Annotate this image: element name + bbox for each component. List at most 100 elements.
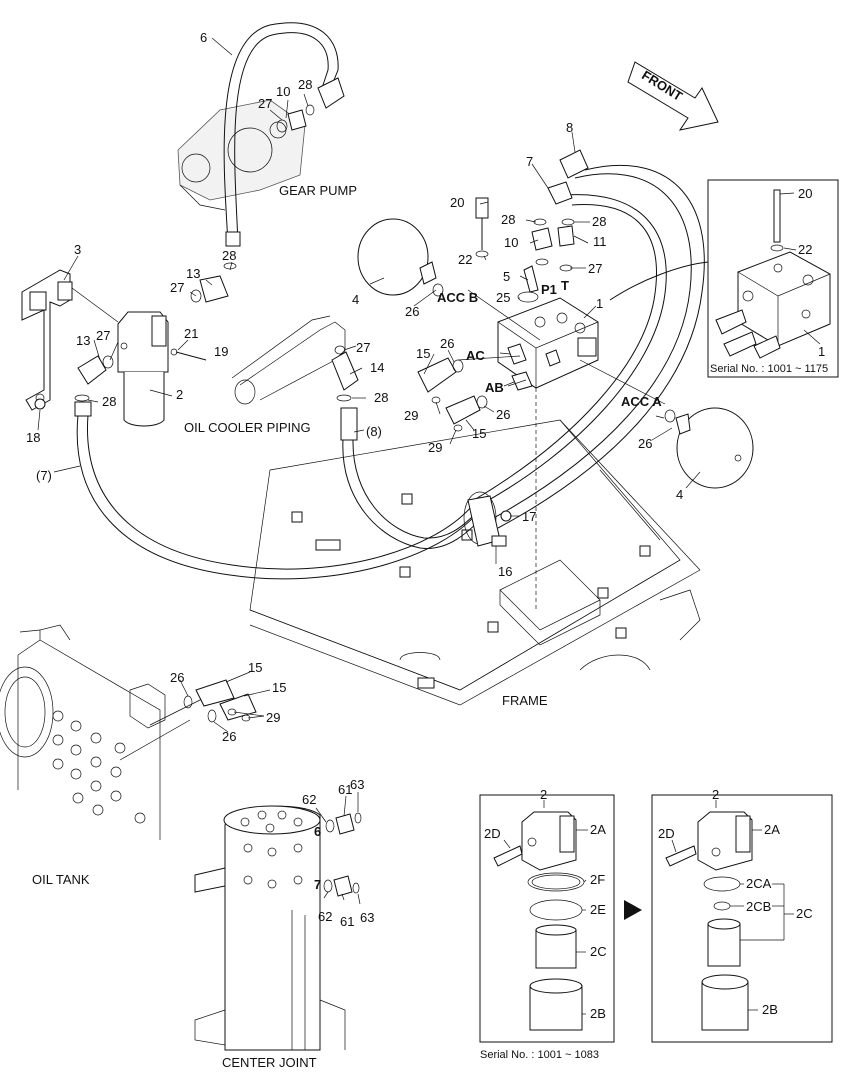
callout-13b: 13 bbox=[76, 333, 90, 348]
callout-5: 5 bbox=[503, 269, 510, 284]
callout-18: 18 bbox=[26, 430, 40, 445]
callout-10b: 10 bbox=[504, 235, 518, 250]
callout-26e: 26 bbox=[170, 670, 184, 685]
filter-detail-callouts: 2D 2A 2F 2E 2C 2B 2D 2A 2CA 2CB 2C 2B bbox=[484, 822, 813, 1021]
callout-15c: 15 bbox=[248, 660, 262, 675]
callout-10: 10 bbox=[276, 84, 290, 99]
hose-7 bbox=[74, 401, 481, 580]
callout-15: 15 bbox=[416, 346, 430, 361]
inset-filter-new bbox=[651, 794, 833, 1043]
callout-3: 3 bbox=[74, 242, 81, 257]
callout-29b: 29 bbox=[428, 440, 442, 455]
callout-13: 13 bbox=[186, 266, 200, 281]
callout-28f: 28 bbox=[592, 214, 606, 229]
accumulator-4-right bbox=[675, 407, 754, 489]
callout-28: 28 bbox=[298, 77, 312, 92]
callout-15b: 15 bbox=[472, 426, 486, 441]
callout-26d: 26 bbox=[638, 436, 652, 451]
callout-26f: 26 bbox=[222, 729, 236, 744]
callout-7: 7 bbox=[526, 154, 533, 169]
hose-6 bbox=[223, 22, 345, 247]
detail-2c-new: 2C bbox=[796, 906, 813, 921]
callout-6b: 6 bbox=[314, 824, 321, 839]
callout-14: 14 bbox=[370, 360, 384, 375]
center-joint-label: CENTER JOINT bbox=[222, 1055, 317, 1070]
callout-4: 4 bbox=[352, 292, 359, 307]
callout-8: 8 bbox=[566, 120, 573, 135]
area-labels: GEAR PUMP OIL COOLER PIPING FRAME OIL TA… bbox=[32, 183, 828, 1070]
detail-2ca-new: 2CA bbox=[746, 876, 772, 891]
detail-2cb-new: 2CB bbox=[746, 899, 771, 914]
hose-ref-7-label: (7) bbox=[36, 468, 52, 483]
callout-28c: 28 bbox=[102, 394, 116, 409]
part-callouts: 6 10 28 27 28 13 27 3 13 27 28 18 21 19 … bbox=[26, 30, 825, 929]
callout-20: 20 bbox=[450, 195, 464, 210]
callout-29: 29 bbox=[404, 408, 418, 423]
callout-28e: 28 bbox=[501, 212, 515, 227]
callout-62: 62 bbox=[302, 792, 316, 807]
tank-fittings bbox=[183, 679, 257, 723]
callout-26c: 26 bbox=[496, 407, 510, 422]
frame-structure bbox=[249, 419, 701, 706]
gear-pump-label: GEAR PUMP bbox=[279, 183, 357, 198]
detail-2e-old: 2E bbox=[590, 902, 606, 917]
port-p1-label: P1 bbox=[541, 282, 557, 297]
transition-arrow-icon bbox=[624, 900, 642, 920]
callout-27c: 27 bbox=[96, 328, 110, 343]
detail-2a-old: 2A bbox=[590, 822, 606, 837]
callout-62b: 62 bbox=[318, 909, 332, 924]
port-ab-label: AB bbox=[485, 380, 504, 395]
callout-22: 22 bbox=[458, 252, 472, 267]
callout-2b: 2 bbox=[712, 787, 719, 802]
callout-63b: 63 bbox=[360, 910, 374, 925]
detail-2a-new: 2A bbox=[764, 822, 780, 837]
callout-20b: 20 bbox=[798, 186, 812, 201]
oil-cooler-piping bbox=[231, 315, 359, 405]
port-ac-label: AC bbox=[466, 348, 485, 363]
callout-22b: 22 bbox=[798, 242, 812, 257]
callout-28b: 28 bbox=[222, 248, 236, 263]
callout-17: 17 bbox=[522, 509, 536, 524]
callout-2a: 2 bbox=[540, 787, 547, 802]
callout-26b: 26 bbox=[440, 336, 454, 351]
callout-29c: 29 bbox=[266, 710, 280, 725]
frame-label: FRAME bbox=[502, 693, 548, 708]
leader-lines bbox=[37, 37, 821, 1015]
detail-2f-old: 2F bbox=[590, 872, 605, 887]
hose-ref-8-label: (8) bbox=[366, 424, 382, 439]
pump-fittings bbox=[74, 104, 352, 402]
callout-27d: 27 bbox=[356, 340, 370, 355]
callout-1b: 1 bbox=[818, 344, 825, 359]
callout-27e: 27 bbox=[588, 261, 602, 276]
bracket-3 bbox=[21, 269, 73, 411]
detail-2b-new: 2B bbox=[762, 1002, 778, 1017]
accumulator-4-top bbox=[357, 218, 437, 296]
callout-25: 25 bbox=[496, 290, 510, 305]
inset-valve-block bbox=[707, 179, 839, 378]
detail-2b-old: 2B bbox=[590, 1006, 606, 1021]
port-t-label: T bbox=[561, 278, 569, 293]
callout-19: 19 bbox=[214, 344, 228, 359]
callout-27: 27 bbox=[258, 96, 272, 111]
detail-2d-new: 2D bbox=[658, 826, 675, 841]
oil-tank bbox=[0, 624, 211, 840]
callout-4b: 4 bbox=[676, 487, 683, 502]
center-joint bbox=[194, 805, 346, 1051]
valve-fittings bbox=[417, 197, 676, 432]
valve-block-1 bbox=[497, 297, 599, 610]
callout-27b: 27 bbox=[170, 280, 184, 295]
line-filter-2 bbox=[117, 311, 169, 427]
callout-63: 63 bbox=[350, 777, 364, 792]
bolt-18 bbox=[34, 398, 46, 410]
callout-1: 1 bbox=[596, 296, 603, 311]
clamp-16 bbox=[463, 491, 507, 547]
callout-61b: 61 bbox=[340, 914, 354, 929]
callout-61: 61 bbox=[338, 782, 352, 797]
bolt-17 bbox=[500, 510, 512, 522]
callout-7b: 7 bbox=[314, 877, 321, 892]
front-arrow: FRONT bbox=[627, 61, 719, 131]
hose-8 bbox=[340, 407, 491, 549]
callout-26: 26 bbox=[405, 304, 419, 319]
callout-11: 11 bbox=[593, 234, 607, 249]
